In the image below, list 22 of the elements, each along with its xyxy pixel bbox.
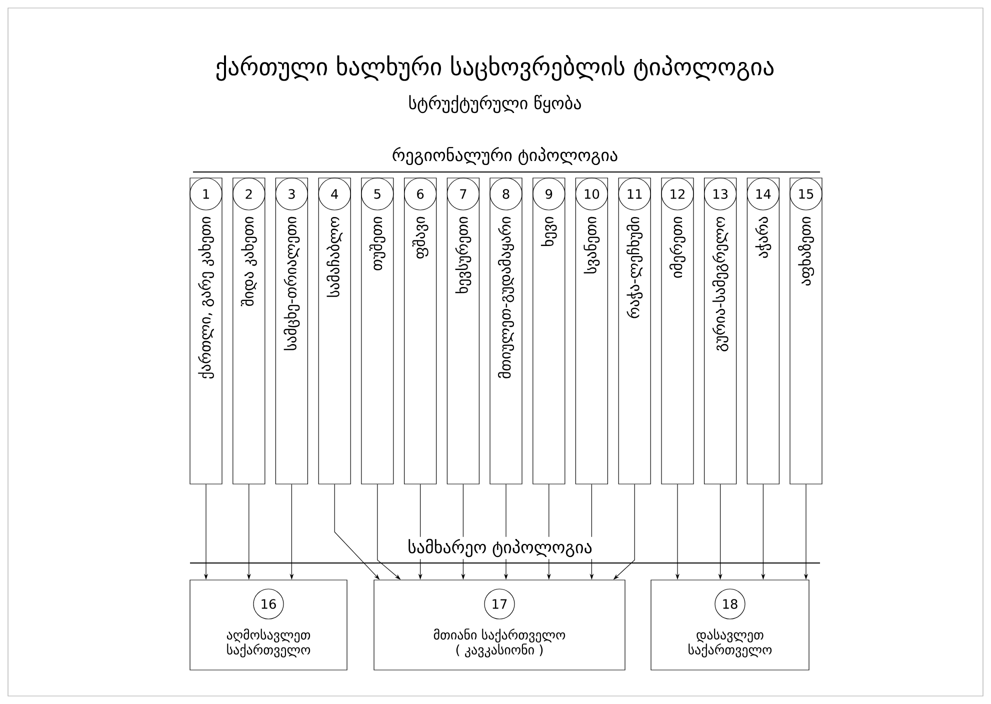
region-name: სამაჩაბლო <box>326 216 343 297</box>
region-name: რაჭა-ლეჩხუმი <box>626 216 643 318</box>
region-name: ქართლი, გარე კახეთი <box>198 216 214 379</box>
region-name: ფშავი <box>412 216 428 259</box>
group-name: დასავლეთ საქართველო <box>688 628 772 658</box>
region-name: ხევი <box>540 216 557 246</box>
region-name: მთიულეთ-გუდამაყარი <box>498 216 514 378</box>
region-name: შიდა კახეთი <box>240 216 257 306</box>
region-name: აფხაზეთი <box>798 216 814 286</box>
subtitle: სტრუქტურული წყობა <box>409 94 581 114</box>
region-name: თუშეთი <box>369 216 386 270</box>
section-heading: სამხარეო ტიპოლოგია <box>406 536 594 560</box>
region-name: გურია-სამეგრელო <box>712 216 728 352</box>
region-name: აჭარა <box>755 216 772 258</box>
section-heading: რეგიონალური ტიპოლოგია <box>390 144 620 168</box>
region-name: ხევსურეთი <box>455 216 472 294</box>
group-name: აღმოსავლეთ საქართველო <box>226 628 310 658</box>
region-name: სამცხე-თრიალეთი <box>284 216 300 350</box>
region-name: სვანეთი <box>584 216 600 274</box>
group-name: მთიანი საქართველო ( კავკასიონი ) <box>434 628 566 658</box>
region-name: იმერეთი <box>669 216 686 278</box>
title: ქართული ხალხური საცხოვრებლის ტიპოლოგია <box>216 55 774 81</box>
